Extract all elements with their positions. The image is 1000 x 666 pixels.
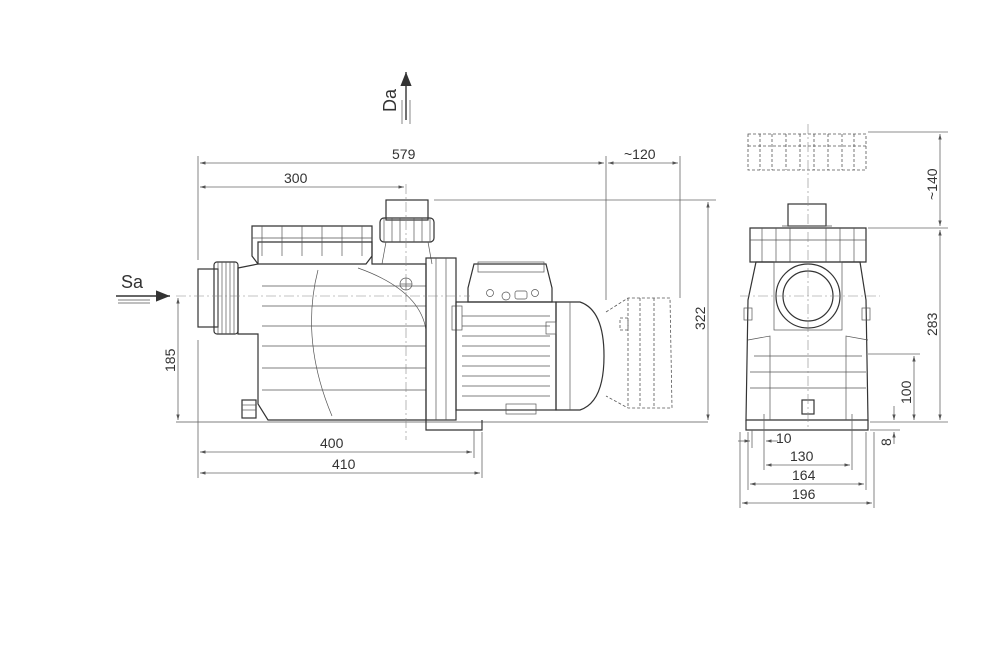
dim-foot-width: 164 — [747, 432, 867, 490]
discharge-arrow-icon — [400, 72, 412, 124]
dim-410: 410 — [332, 456, 356, 472]
discharge-port-label: Da — [380, 88, 400, 112]
dim-overall-width: 196 — [739, 432, 875, 508]
dim-base-plate: 8 — [870, 406, 900, 446]
dim-suction-height: 185 — [162, 298, 180, 420]
pump-housing — [237, 241, 427, 421]
dim-motor-removal: ~120 — [608, 146, 681, 298]
dim-10: 10 — [776, 430, 792, 446]
dim-foot-offset: 10 — [738, 414, 792, 470]
dim-400: 400 — [320, 435, 344, 451]
suction-port-label: Sa — [121, 272, 144, 292]
dim-130: 130 — [790, 448, 814, 464]
dim-base-length: 400 410 — [197, 340, 483, 478]
terminal-box — [467, 261, 553, 303]
dim-300: 300 — [284, 170, 308, 186]
dim-322: 322 — [692, 306, 708, 330]
dim-overall-length: 579 — [197, 146, 607, 300]
strainer-lid — [251, 225, 373, 265]
dim-120: ~120 — [624, 146, 656, 162]
dim-lid-removal: ~140 — [868, 131, 948, 229]
side-view: Sa Da — [116, 72, 716, 478]
suction-flange — [197, 261, 239, 335]
front-lid — [749, 227, 867, 263]
dim-140: ~140 — [924, 168, 940, 200]
dim-suction-discharge: 300 — [200, 170, 404, 189]
dim-foot-height: 100 — [868, 353, 920, 420]
motor-flange — [425, 257, 463, 421]
dim-185: 185 — [162, 348, 178, 372]
dim-283: 283 — [924, 312, 940, 336]
dim-579: 579 — [392, 146, 416, 162]
fan-cover-removal — [605, 297, 673, 409]
dim-hole-spacing: 130 — [766, 414, 853, 470]
dim-8: 8 — [878, 438, 894, 446]
front-view: ~140 283 100 8 10 — [738, 124, 948, 508]
dim-164: 164 — [792, 467, 816, 483]
dim-100: 100 — [898, 380, 914, 404]
lid-removal-outline — [747, 133, 867, 171]
motor-body — [455, 301, 605, 415]
dim-196: 196 — [792, 486, 816, 502]
discharge-nozzle — [379, 199, 435, 265]
front-housing — [743, 261, 871, 421]
dim-total-height: 322 — [434, 199, 716, 420]
dim-body-height: 283 — [870, 230, 948, 423]
suction-arrow-icon — [116, 290, 170, 304]
